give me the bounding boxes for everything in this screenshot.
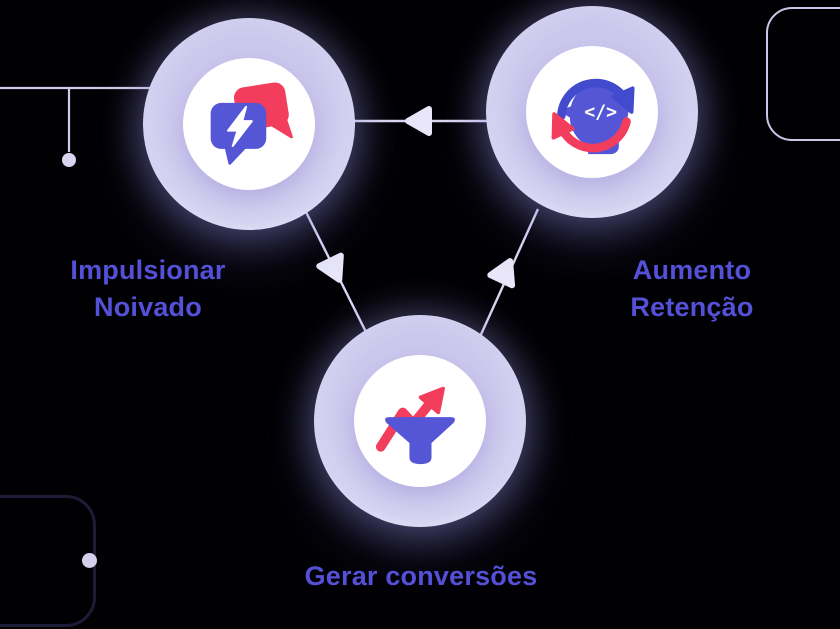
decorative-line-top-left bbox=[0, 86, 152, 167]
funnel-shape bbox=[385, 417, 455, 465]
arrowhead-down-right-icon bbox=[316, 252, 344, 283]
label-line: Retenção bbox=[630, 292, 754, 322]
sync-arrow-top bbox=[557, 78, 635, 121]
chat-lightning-icon bbox=[210, 82, 293, 165]
sync-arrow-bottom bbox=[551, 112, 631, 153]
head-silhouette bbox=[562, 81, 629, 155]
label-line: Aumento bbox=[632, 255, 752, 285]
connector-engagement-to-conversions bbox=[301, 205, 370, 337]
connector-retention-to-engagement bbox=[352, 106, 490, 136]
label-retention: Aumento Retenção bbox=[572, 252, 812, 326]
funnel-growth-icon bbox=[375, 386, 455, 465]
node-inner-circle: </> bbox=[526, 46, 658, 178]
node-inner-circle bbox=[354, 355, 486, 487]
decorative-dot-bottom-left bbox=[82, 553, 97, 568]
node-inner-circle bbox=[183, 58, 315, 190]
label-line: Gerar conversões bbox=[304, 561, 538, 591]
code-glyph: </> bbox=[584, 102, 617, 123]
label-engagement: Impulsionar Noivado bbox=[28, 252, 268, 326]
label-line: Noivado bbox=[94, 292, 202, 322]
connector-conversions-to-retention bbox=[476, 208, 540, 342]
arrowhead-left-icon bbox=[405, 106, 432, 136]
head-code-sync-icon: </> bbox=[551, 78, 635, 155]
decorative-rounded-rect-top-right bbox=[766, 7, 840, 141]
label-conversions: Gerar conversões bbox=[291, 558, 551, 595]
lightning-bolt-icon bbox=[226, 105, 253, 148]
label-line: Impulsionar bbox=[70, 255, 226, 285]
node-retention: </> bbox=[486, 6, 698, 218]
arrowhead-up-right-icon bbox=[487, 258, 516, 289]
node-engagement bbox=[143, 18, 355, 230]
decorative-dot-top-left bbox=[62, 153, 76, 167]
node-conversions bbox=[314, 315, 526, 527]
